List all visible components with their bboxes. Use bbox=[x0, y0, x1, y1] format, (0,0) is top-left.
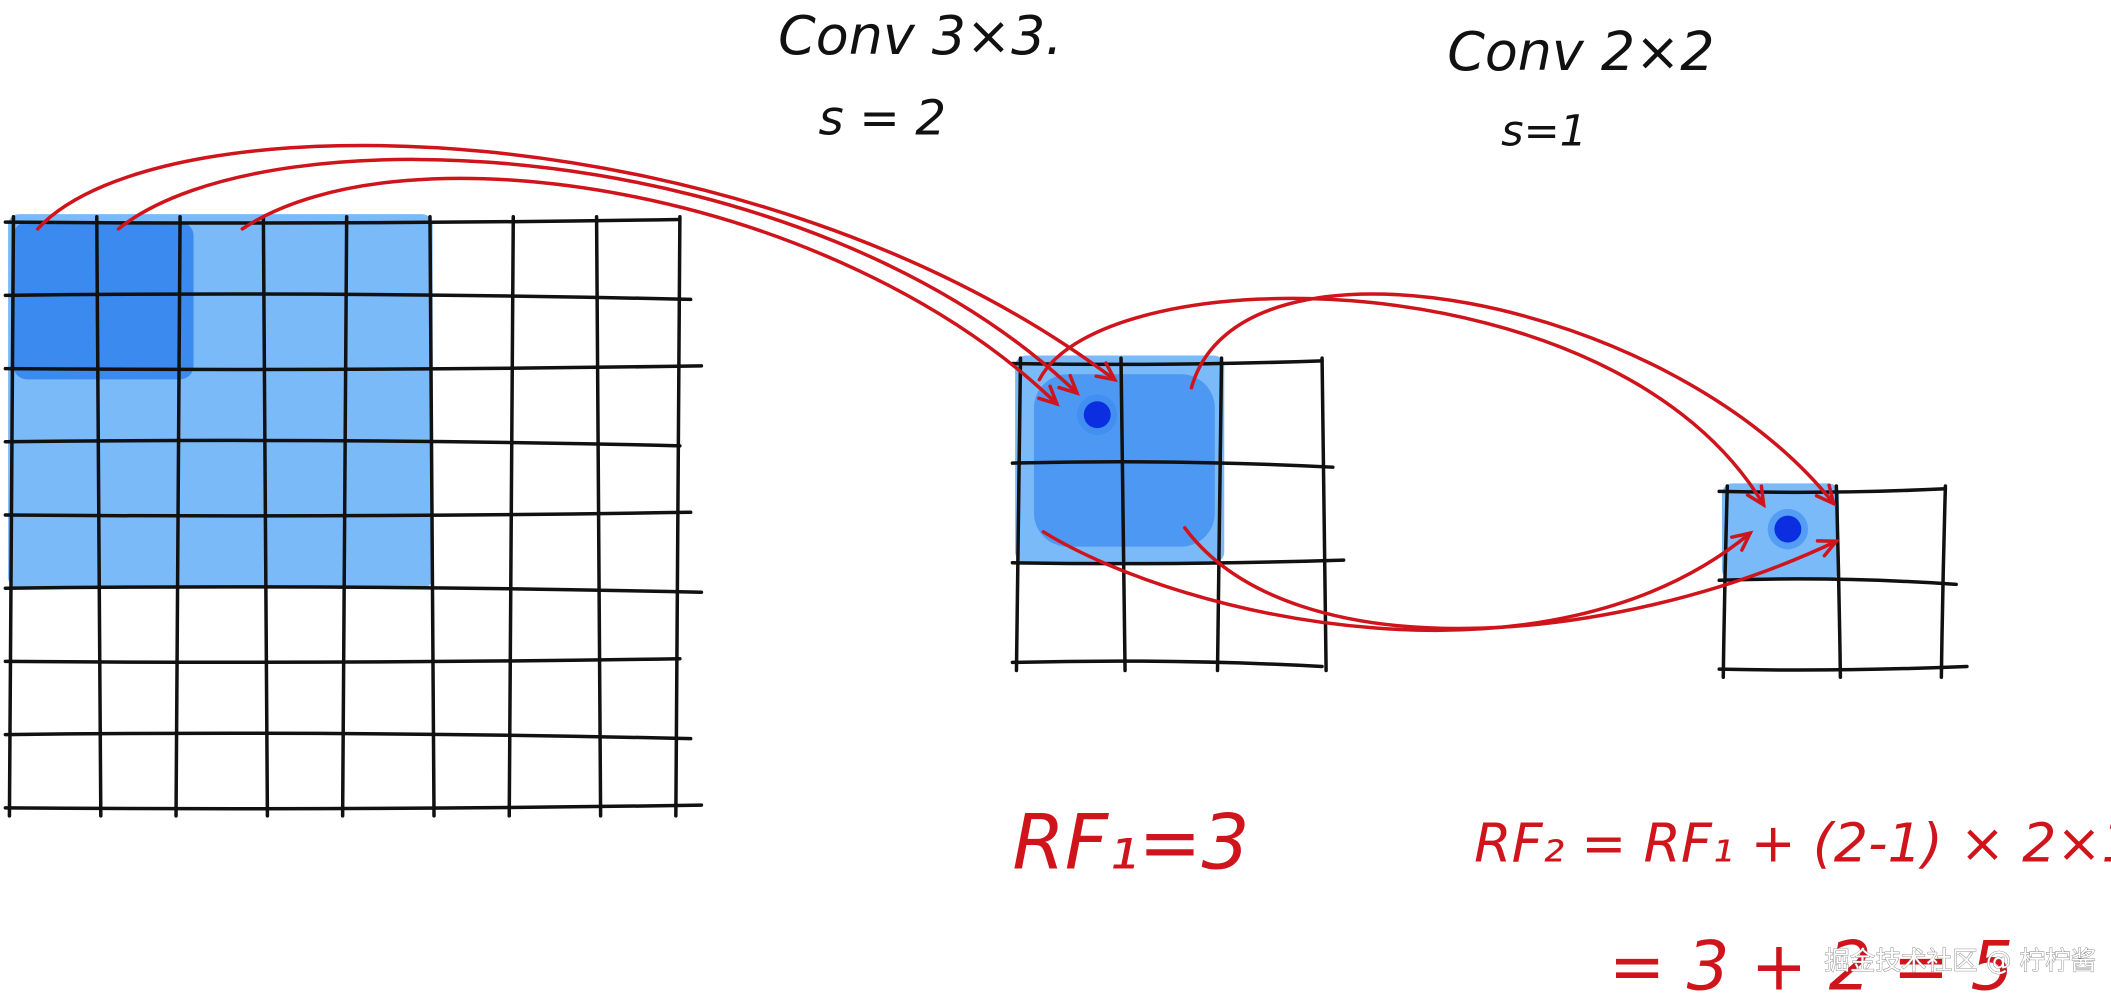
grid-line-horizontal bbox=[3, 438, 682, 448]
mapping-arrow bbox=[35, 143, 1117, 382]
grid-line-horizontal bbox=[3, 585, 704, 594]
grid-line-horizontal bbox=[3, 292, 693, 302]
mapping-arrow bbox=[1182, 526, 1839, 631]
grid-line-horizontal bbox=[1010, 659, 1324, 669]
grid-line-vertical bbox=[1215, 356, 1224, 673]
grid-line-horizontal bbox=[1010, 359, 1324, 367]
conv2-stride: s=1 bbox=[1501, 106, 1587, 156]
grid-line-horizontal bbox=[3, 656, 682, 665]
grid-line-horizontal bbox=[1717, 577, 1958, 587]
watermark: 掘金技术社区 @ 柠柠酱 bbox=[1824, 946, 2096, 976]
mapping-arrow bbox=[1041, 530, 1752, 632]
input-grid bbox=[3, 214, 704, 818]
grid-line-horizontal bbox=[3, 731, 693, 741]
grid-line-horizontal bbox=[3, 217, 682, 225]
grid-line-vertical bbox=[1014, 356, 1023, 673]
arrowhead-icon bbox=[1730, 530, 1754, 552]
arrowhead-icon bbox=[1094, 361, 1118, 383]
output-pixel-dot bbox=[1083, 401, 1111, 429]
rf2-formula: RF₂ = RF₁ + (2-1) × 2×1 bbox=[1474, 812, 2111, 875]
grid-line-horizontal bbox=[1010, 460, 1335, 469]
grid-line-horizontal bbox=[3, 364, 704, 372]
kernel-highlight bbox=[13, 222, 194, 380]
conv1-stride: s = 2 bbox=[819, 91, 946, 147]
arrowhead-icon bbox=[1745, 484, 1766, 509]
grid-line-horizontal bbox=[1010, 558, 1346, 566]
rf2-result: = 3 + 2 = 5 bbox=[1609, 928, 2014, 999]
output-pixel-dot bbox=[1774, 515, 1802, 543]
conv1-title: Conv 3×3. bbox=[778, 4, 1062, 67]
grid-line-vertical bbox=[594, 215, 603, 818]
grid-line-vertical bbox=[1834, 484, 1843, 679]
grid-line-horizontal bbox=[3, 510, 693, 518]
grid-line-horizontal bbox=[1717, 486, 1948, 495]
grid-line-vertical bbox=[1320, 356, 1328, 673]
arrowhead-icon bbox=[1037, 384, 1060, 407]
arrowhead-icon bbox=[1815, 539, 1841, 558]
grid-line-horizontal bbox=[3, 803, 704, 811]
mapping-arrow bbox=[1037, 296, 1766, 507]
grid-line-vertical bbox=[1119, 356, 1127, 673]
arrowhead-icon bbox=[1814, 483, 1837, 507]
mapping-arrow bbox=[240, 176, 1059, 406]
mapping-arrow bbox=[1189, 292, 1836, 506]
feature-map-2-grid bbox=[1717, 483, 1969, 679]
arrowhead-icon bbox=[1057, 373, 1080, 396]
grid-line-vertical bbox=[507, 215, 516, 818]
grid-line-vertical bbox=[1939, 484, 1948, 679]
mapping-arrow bbox=[116, 157, 1079, 395]
feature-map-1-grid bbox=[1010, 355, 1346, 673]
arrows bbox=[35, 143, 1841, 632]
rf1-formula: RF₁=3 bbox=[1012, 798, 1249, 886]
conv2-title: Conv 2×2 bbox=[1447, 20, 1714, 83]
grid-line-vertical bbox=[674, 215, 682, 818]
grid-line-horizontal bbox=[1717, 664, 1969, 672]
